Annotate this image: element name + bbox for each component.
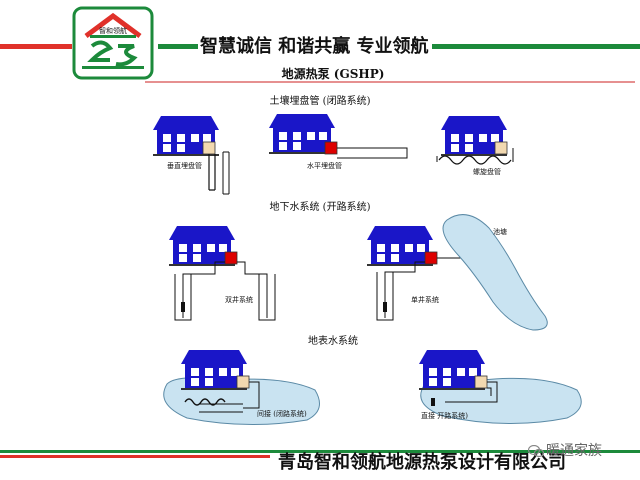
header-red-bar	[0, 44, 72, 49]
company-name: 青岛智和领航地源热泵设计有限公司	[278, 452, 566, 473]
watermark: 暖通家族	[528, 440, 602, 460]
header-green-bar	[158, 44, 198, 49]
soil-spiral-label: 螺旋盘管	[473, 167, 501, 176]
house-direct	[418, 349, 498, 406]
footer-red-line	[0, 455, 270, 458]
watermark-text: 暖通家族	[546, 443, 602, 459]
gw-double-well-label: 双井系统	[225, 295, 253, 304]
house-double-well	[168, 225, 276, 321]
figure-title: 地源热泵 (GSHP)	[282, 66, 385, 81]
section-surface-label: 地表水系统	[308, 334, 358, 347]
house-vertical	[152, 115, 230, 195]
gw-pond-label: 池塘	[493, 227, 507, 236]
house-horizontal	[268, 113, 408, 159]
section-groundwater-label: 地下水系统 (开路系统)	[270, 200, 371, 213]
soil-vertical-label: 垂直埋盘管	[167, 161, 202, 170]
section-soil-label: 土壤埋盘管 (闭路系统)	[270, 94, 371, 107]
sw-direct-label: 直接 开路系统)	[421, 411, 468, 420]
sw-indirect-label: 间接 (闭路系统)	[257, 409, 307, 418]
house-spiral	[436, 115, 514, 165]
gw-single-well-label: 单井系统	[411, 295, 439, 304]
header-slogan: 智慧诚信 和谐共赢 专业领航	[200, 36, 429, 57]
footer-green-line	[0, 450, 640, 453]
wechat-icon	[528, 445, 544, 457]
company-logo: 智和领航	[72, 6, 154, 80]
gshp-diagram: 地源热泵 (GSHP) 土壤埋盘管 (闭路系统) 垂直埋盘管 水平埋盘管 螺旋盘…	[145, 66, 635, 426]
logo-text: 智和领航	[99, 26, 127, 35]
header-green-bar-long	[432, 44, 640, 49]
pond-shape	[442, 214, 548, 331]
house-indirect	[180, 349, 260, 413]
soil-horizontal-label: 水平埋盘管	[307, 161, 342, 170]
